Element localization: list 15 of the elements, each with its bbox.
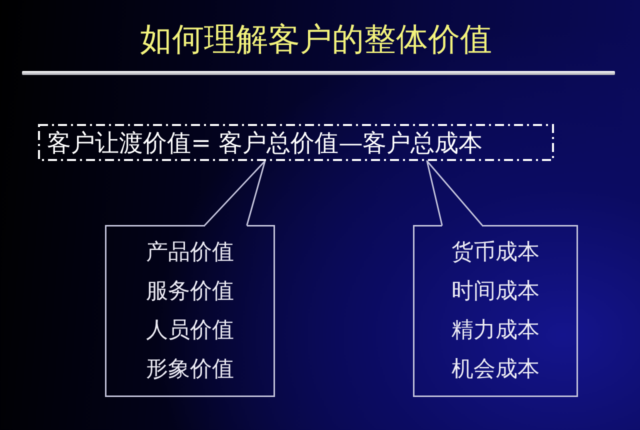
list-item: 服务价值: [146, 279, 234, 305]
formula-text: 客户让渡价值= 客户总价值—客户总成本: [47, 128, 483, 156]
dashed-box: [38, 124, 554, 161]
list-item: 机会成本: [452, 357, 540, 383]
callout-tail: [204, 160, 266, 226]
slide-title: 如何理解客户的整体价值: [140, 20, 492, 58]
list-item: 精力成本: [452, 318, 540, 344]
callout-box: [413, 225, 578, 397]
list-item: 人员价值: [146, 318, 234, 344]
callout-tail: [426, 160, 483, 226]
list-item: 产品价值: [146, 240, 234, 266]
list-item: 时间成本: [452, 279, 540, 305]
list-item: 形象价值: [146, 357, 234, 383]
list-item: 货币成本: [452, 240, 540, 266]
callout-box: [105, 225, 275, 397]
